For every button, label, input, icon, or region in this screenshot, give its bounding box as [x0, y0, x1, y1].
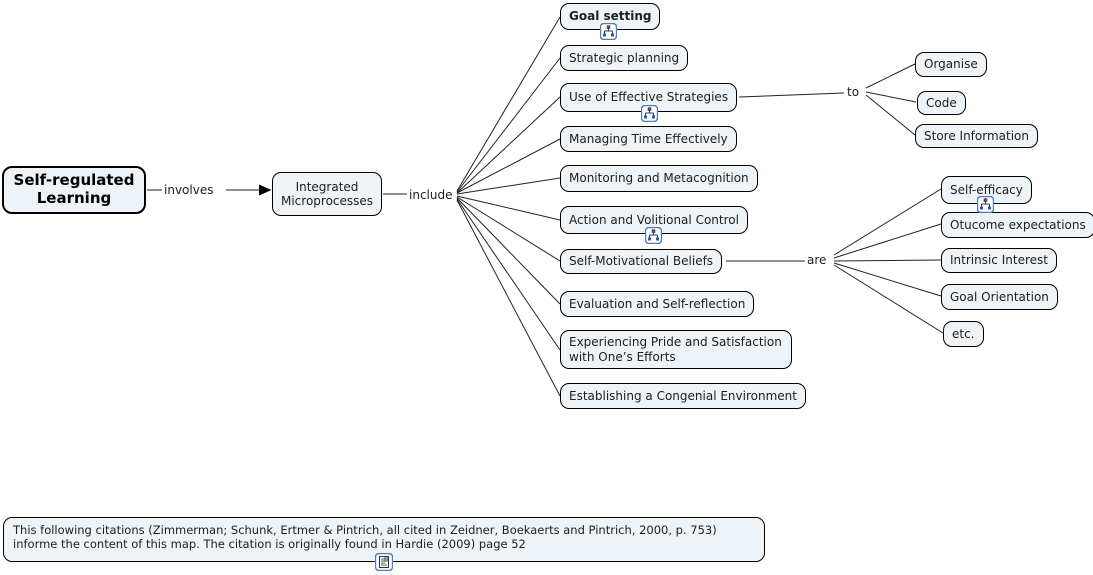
connector-include-use-strategies	[456, 96, 561, 194]
node-integrated-microprocesses[interactable]: Integrated Microprocesses	[272, 172, 382, 216]
connector-are-outcome	[833, 223, 942, 259]
node-label: Evaluation and Self-reflection	[569, 296, 746, 311]
node-label: Store Information	[924, 128, 1029, 143]
connector-are-etc	[833, 264, 944, 334]
node-organise[interactable]: Organise	[915, 52, 987, 77]
connector-are-self-efficacy	[833, 188, 942, 256]
node-store-information[interactable]: Store Information	[915, 124, 1038, 148]
connector-to-code	[865, 91, 917, 103]
link-label-involves[interactable]: involves	[164, 183, 214, 197]
node-label: Goal setting	[569, 9, 652, 24]
node-label: Integrated Microprocesses	[280, 179, 374, 208]
node-label: Monitoring and Metacognition	[569, 171, 749, 186]
node-label: Use of Effective Strategies	[569, 90, 729, 105]
connector-include-establishing-env	[456, 199, 561, 397]
node-label: Code	[926, 95, 957, 110]
node-establishing-congenial-environment[interactable]: Establishing a Congenial Environment	[560, 383, 806, 409]
node-evaluation-and-self-reflection[interactable]: Evaluation and Self-reflection	[560, 291, 755, 317]
node-label: Goal Orientation	[950, 289, 1049, 304]
connector-are-intrinsic	[833, 259, 942, 262]
node-self-efficacy[interactable]: Self-efficacy	[941, 176, 1032, 204]
document-resource-icon[interactable]	[374, 552, 394, 572]
link-label-include[interactable]: include	[409, 188, 453, 202]
connector-include-self-motivational	[456, 196, 561, 262]
node-use-of-effective-strategies[interactable]: Use of Effective Strategies	[560, 83, 738, 112]
node-label: Organise	[924, 57, 978, 72]
connector-to-store-info	[865, 94, 916, 136]
cmap-link-icon[interactable]	[976, 195, 995, 214]
node-label: Experiencing Pride and Satisfaction with…	[569, 335, 782, 364]
arrowhead-icon	[259, 184, 272, 196]
node-strategic-planning[interactable]: Strategic planning	[560, 45, 689, 71]
connector-include-monitoring	[456, 177, 561, 195]
node-outcome-expectations[interactable]: Otucome expectations	[941, 212, 1093, 238]
node-label: Self-efficacy	[950, 182, 1023, 197]
node-intrinsic-interest[interactable]: Intrinsic Interest	[941, 248, 1057, 273]
connector-include-goal-setting	[456, 16, 561, 192]
connector-include-evaluation	[456, 197, 561, 305]
connector-include-strategic-planning	[456, 57, 561, 193]
node-label: Strategic planning	[569, 50, 680, 65]
connector-to-organise	[865, 63, 916, 89]
cmap-link-icon[interactable]	[599, 22, 618, 41]
connector-include-action-control	[456, 195, 561, 221]
link-label-to[interactable]: to	[847, 85, 860, 99]
citation-line-2: informe the content of this map. The cit…	[13, 537, 526, 552]
node-monitoring-and-metacognition[interactable]: Monitoring and Metacognition	[560, 165, 758, 192]
citation-line-1: This following citations (Zimmerman; Sch…	[13, 523, 717, 537]
node-label: Self-regulated Learning	[13, 171, 135, 207]
node-managing-time-effectively[interactable]: Managing Time Effectively	[560, 126, 737, 152]
link-label-are[interactable]: are	[807, 253, 827, 267]
node-label: Intrinsic Interest	[950, 253, 1048, 268]
node-etc[interactable]: etc.	[943, 321, 984, 347]
node-label: etc.	[952, 326, 975, 341]
citation-box[interactable]: This following citations (Zimmerman; Sch…	[3, 517, 765, 562]
cmap-link-icon[interactable]	[640, 104, 659, 123]
node-label: Establishing a Congenial Environment	[569, 388, 797, 403]
connector-include-managing-time	[456, 138, 561, 194]
connector-strategies-to	[738, 92, 845, 98]
connector-are-goal-orientation	[833, 262, 942, 297]
node-goal-orientation[interactable]: Goal Orientation	[941, 284, 1058, 310]
node-label: Managing Time Effectively	[569, 131, 728, 146]
node-self-regulated-learning[interactable]: Self-regulated Learning	[2, 166, 146, 214]
node-label: Otucome expectations	[950, 217, 1086, 232]
cmap-link-icon[interactable]	[644, 226, 663, 245]
node-experiencing-pride[interactable]: Experiencing Pride and Satisfaction with…	[560, 330, 792, 369]
node-code[interactable]: Code	[917, 91, 966, 115]
node-label: Action and Volitional Control	[569, 212, 739, 227]
node-self-motivational-beliefs[interactable]: Self-Motivational Beliefs	[560, 249, 723, 274]
connector-include-experiencing-pride	[456, 198, 561, 351]
node-label: Self-Motivational Beliefs	[569, 254, 714, 269]
